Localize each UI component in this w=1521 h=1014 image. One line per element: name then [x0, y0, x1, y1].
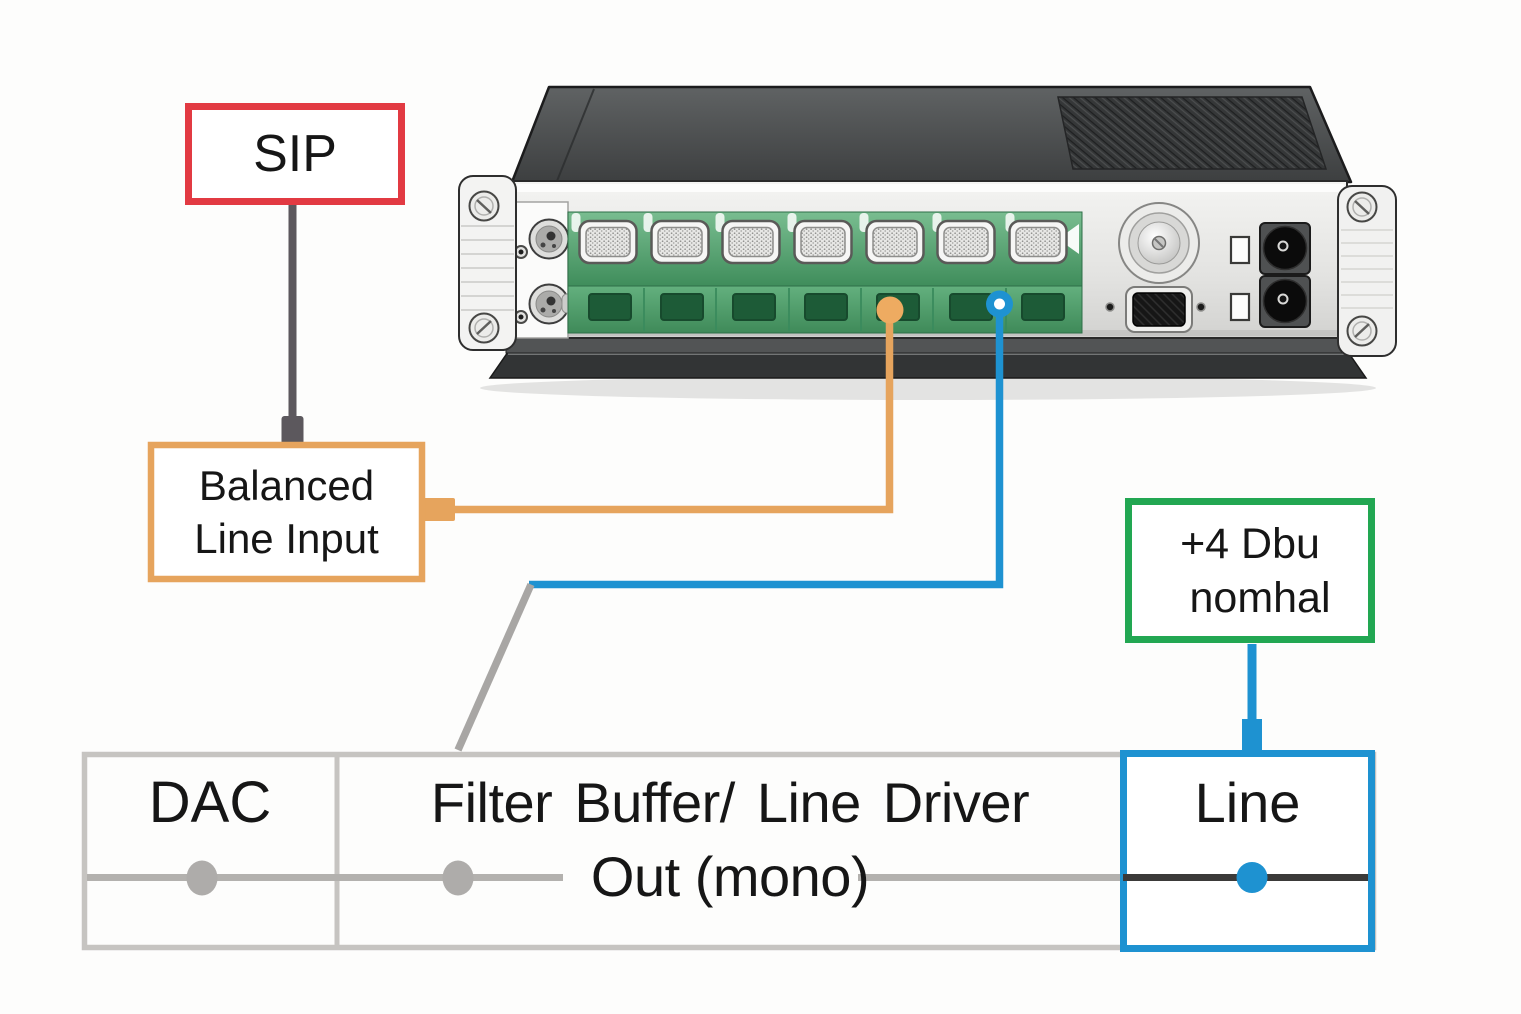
- line-box: [1120, 750, 1375, 952]
- table-cell-out-mono: Out (mono): [590, 844, 870, 908]
- nominal-line-2: nomhal: [1189, 573, 1331, 622]
- rack-screw: [1346, 315, 1378, 347]
- signal-node-filter: [442, 860, 474, 896]
- signal-node-dac: [186, 860, 218, 896]
- balanced-line-1: Balanced: [198, 462, 375, 509]
- signal-table: [81, 750, 1377, 952]
- balanced-out-tab: [421, 498, 455, 521]
- terminal-arrow-marker: [1058, 224, 1079, 254]
- power-jack: [1259, 275, 1311, 328]
- xlr-connector: [528, 218, 570, 260]
- switch-square: [1229, 235, 1251, 265]
- blue-terminal-marker-center: [994, 298, 1005, 310]
- nominal-wire-plug: [1242, 719, 1262, 753]
- table-cell-line: Line: [1194, 770, 1301, 834]
- power-jack: [1259, 222, 1311, 275]
- device-top-seam: [556, 88, 595, 182]
- rack-device-illustration: [458, 85, 1397, 400]
- terminal-block: [567, 211, 1083, 334]
- gray-diagonal-wire: [454, 582, 535, 752]
- bnc-connector: [1118, 202, 1200, 284]
- nominal-line-1: +4 Dbu: [1180, 519, 1320, 568]
- balanced-line-input-box: [147, 441, 426, 583]
- right-rack-ear: [1337, 185, 1397, 357]
- rack-screw: [468, 312, 500, 344]
- wires: [281, 200, 1262, 753]
- panel-top-highlight: [516, 184, 1344, 192]
- table-cell-dac: DAC: [148, 769, 272, 835]
- signal-node-line: [1236, 862, 1268, 893]
- dsub-connectors: [578, 219, 1068, 265]
- sip-box: [185, 103, 405, 205]
- table-cell-filter-buffer-line-driver: Filter Buffer/ Line Driver: [430, 770, 1030, 834]
- device-shadow: [480, 376, 1376, 400]
- balanced-line-input-label: Balanced Line Input: [148, 444, 425, 580]
- device-base-lower: [488, 351, 1368, 379]
- vent-grille: [1057, 96, 1328, 170]
- blue-wire: [529, 308, 1004, 589]
- sip-label: SIP: [253, 125, 337, 183]
- sip-wire-plug: [281, 416, 304, 446]
- xlr-connector: [528, 283, 570, 325]
- orange-wire: [452, 312, 894, 514]
- left-rack-ear: [458, 175, 517, 351]
- switch-square: [1229, 292, 1251, 322]
- orange-terminal-marker: [876, 296, 904, 324]
- data-port: [1105, 286, 1206, 333]
- rack-screw: [1346, 191, 1378, 223]
- nominal-level-label: +4 Dbu nomhal: [1125, 500, 1375, 641]
- rack-screw: [468, 190, 500, 222]
- nominal-level-box: [1125, 498, 1375, 643]
- balanced-line-2: Line Input: [194, 515, 379, 562]
